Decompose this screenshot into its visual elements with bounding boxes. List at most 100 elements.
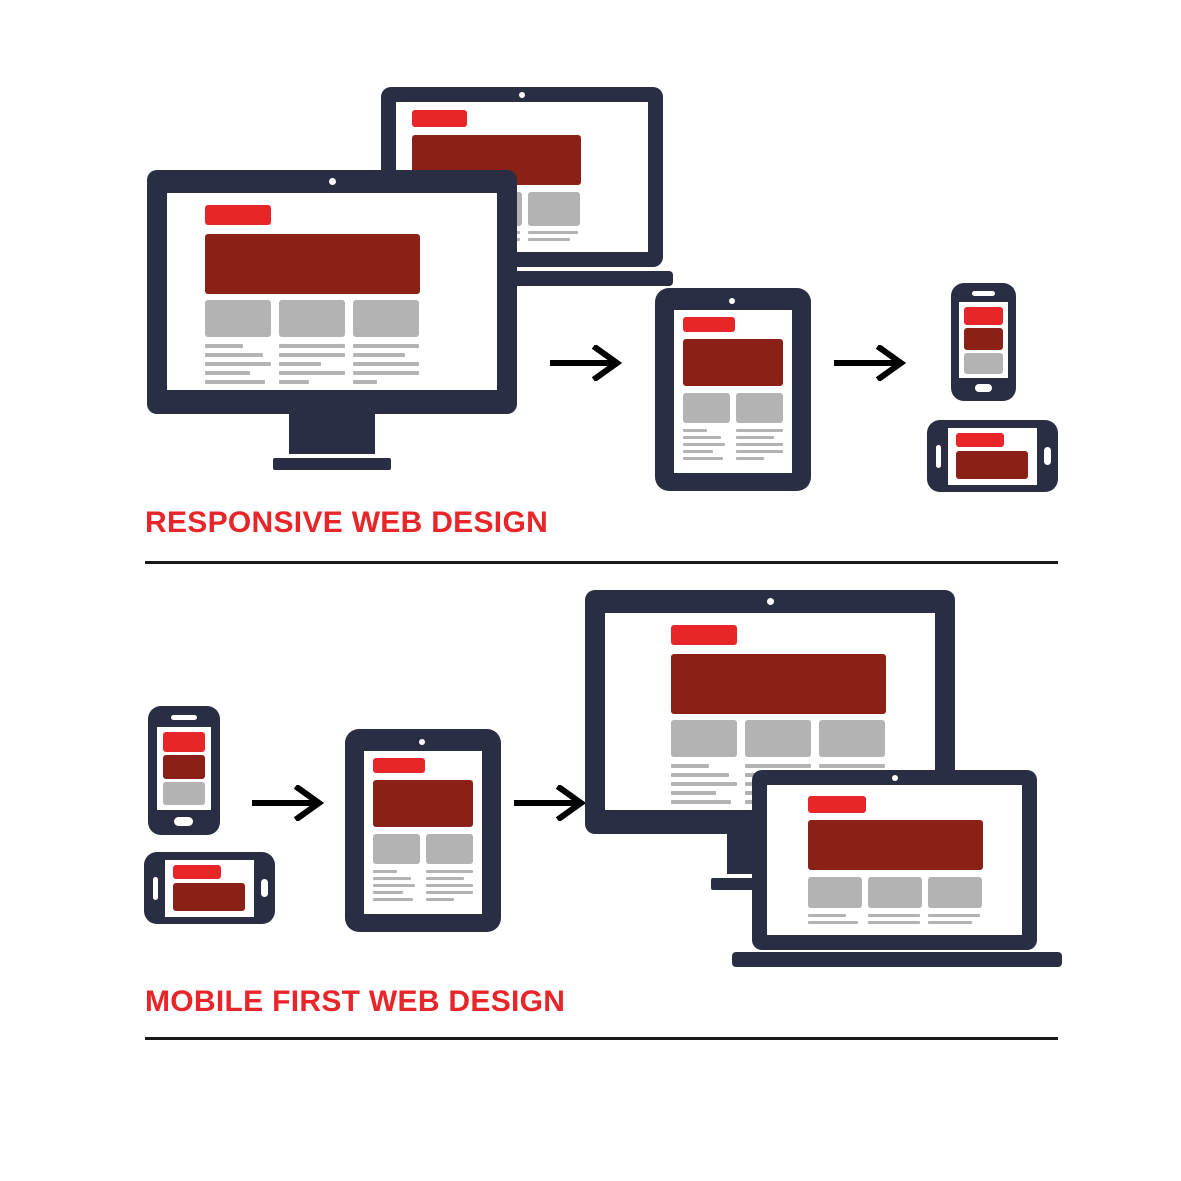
screen-text-line bbox=[671, 773, 729, 777]
monitor-webcam-icon bbox=[767, 598, 774, 605]
screen-text-line bbox=[671, 782, 737, 786]
screen-card bbox=[683, 393, 730, 423]
screen-text-line bbox=[528, 238, 570, 241]
arrow-right-icon bbox=[832, 345, 908, 381]
screen-hero bbox=[373, 780, 473, 827]
screen-navbar bbox=[671, 625, 737, 645]
screen-navbar bbox=[683, 317, 735, 332]
phone-home-button[interactable] bbox=[261, 879, 268, 897]
screen-navbar bbox=[412, 110, 467, 127]
screen-text-line bbox=[279, 353, 345, 357]
screen-card bbox=[964, 353, 1003, 374]
laptop-webcam-icon bbox=[892, 775, 898, 781]
screen-text-line bbox=[736, 450, 783, 453]
tablet-webcam-icon bbox=[729, 298, 735, 304]
screen-text-line bbox=[683, 429, 707, 432]
screen-text-line bbox=[353, 344, 419, 348]
screen-text-line bbox=[279, 344, 345, 348]
desktop-monitor-row1[interactable] bbox=[147, 170, 517, 470]
tablet-row1[interactable] bbox=[655, 288, 811, 491]
screen-navbar bbox=[964, 307, 1003, 325]
screen-card bbox=[353, 300, 419, 337]
arrow-right-icon bbox=[548, 345, 624, 381]
screen-navbar bbox=[956, 433, 1004, 447]
phone-portrait-row1[interactable] bbox=[951, 283, 1016, 401]
tablet-screen-row2 bbox=[364, 751, 482, 914]
phone-speaker-icon bbox=[153, 877, 158, 900]
screen-text-line bbox=[671, 800, 731, 804]
screen-text-line bbox=[808, 914, 846, 917]
screen-hero bbox=[956, 451, 1028, 479]
screen-text-line bbox=[736, 429, 783, 432]
screen-text-line bbox=[426, 877, 464, 880]
phone-home-button[interactable] bbox=[1044, 447, 1051, 465]
screen-text-line bbox=[745, 764, 811, 768]
tablet-screen-row1 bbox=[674, 310, 792, 473]
screen-card bbox=[279, 300, 345, 337]
screen-card bbox=[205, 300, 271, 337]
phone-speaker-icon bbox=[972, 291, 995, 296]
phone-landscape-row1[interactable] bbox=[927, 420, 1058, 492]
phone-screen-row1 bbox=[959, 302, 1008, 378]
screen-card bbox=[671, 720, 737, 757]
screen-text-line bbox=[528, 231, 578, 234]
section-title-responsive: RESPONSIVE WEB DESIGN bbox=[145, 506, 549, 539]
screen-text-line bbox=[373, 884, 415, 887]
phone-landscape-row2[interactable] bbox=[144, 852, 275, 924]
screen-card bbox=[868, 877, 922, 908]
laptop-row2[interactable] bbox=[732, 770, 1062, 967]
screen-text-line bbox=[279, 362, 321, 366]
monitor-foot bbox=[273, 458, 391, 470]
screen-text-line bbox=[868, 921, 920, 924]
phone-home-button[interactable] bbox=[975, 384, 992, 392]
screen-text-line bbox=[373, 877, 411, 880]
screen-text-line bbox=[373, 891, 403, 894]
monitor-screen-row1 bbox=[167, 193, 497, 390]
screen-navbar bbox=[205, 205, 271, 225]
tablet-row2[interactable] bbox=[345, 729, 501, 932]
screen-navbar bbox=[163, 732, 205, 752]
screen-card bbox=[745, 720, 811, 757]
screen-navbar bbox=[808, 796, 866, 813]
screen-text-line bbox=[373, 870, 397, 873]
screen-text-line bbox=[671, 791, 716, 795]
screen-text-line bbox=[683, 450, 713, 453]
screen-text-line bbox=[426, 898, 454, 901]
screen-text-line bbox=[279, 380, 309, 384]
section-divider-1 bbox=[145, 561, 1058, 564]
screen-text-line bbox=[426, 884, 473, 887]
screen-hero bbox=[964, 328, 1003, 350]
phone-speaker-icon bbox=[171, 715, 197, 720]
phone-speaker-icon bbox=[936, 445, 941, 468]
screen-text-line bbox=[736, 436, 774, 439]
screen-card bbox=[819, 720, 885, 757]
section-title-mobile-first: MOBILE FIRST WEB DESIGN bbox=[145, 985, 566, 1018]
screen-card bbox=[163, 782, 205, 805]
screen-text-line bbox=[205, 371, 250, 375]
phone-screen-landscape-row2 bbox=[165, 860, 254, 917]
phone-screen-landscape-row1 bbox=[948, 428, 1037, 485]
screen-text-line bbox=[353, 380, 377, 384]
screen-hero bbox=[163, 755, 205, 779]
laptop-webcam-icon bbox=[519, 92, 525, 98]
arrow-right-icon bbox=[250, 785, 326, 821]
screen-hero bbox=[671, 654, 886, 714]
screen-text-line bbox=[736, 457, 764, 460]
phone-home-button[interactable] bbox=[174, 817, 193, 826]
tablet-webcam-icon bbox=[419, 739, 425, 745]
screen-text-line bbox=[819, 764, 885, 768]
phone-portrait-row2[interactable] bbox=[148, 706, 220, 835]
screen-card bbox=[426, 834, 473, 864]
screen-hero bbox=[683, 339, 783, 386]
screen-text-line bbox=[683, 443, 725, 446]
screen-text-line bbox=[205, 353, 263, 357]
screen-hero bbox=[808, 820, 983, 870]
screen-card bbox=[736, 393, 783, 423]
screen-text-line bbox=[683, 457, 723, 460]
monitor-neck bbox=[289, 414, 375, 454]
screen-card bbox=[928, 877, 982, 908]
screen-text-line bbox=[353, 362, 419, 366]
screen-text-line bbox=[205, 362, 271, 366]
screen-card bbox=[373, 834, 420, 864]
